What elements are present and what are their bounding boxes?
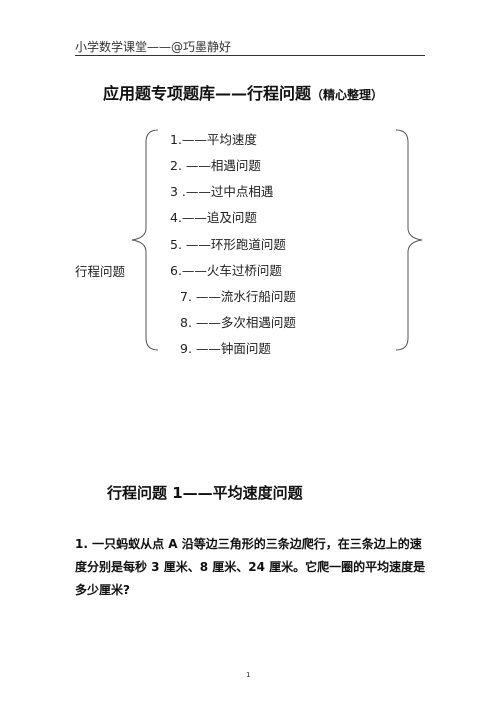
problem-text: 1. 一只蚂蚁从点 A 沿等边三角形的三条边爬行，在三条边上的速度分别是每秒 3… [75, 537, 426, 597]
toc-group-label: 行程问题 [75, 264, 126, 279]
toc-item-2[interactable]: 2. ——相遇问题 [170, 158, 261, 173]
toc-item-9[interactable]: 9. ——钟面问题 [180, 341, 271, 356]
page-number: 1 [246, 671, 251, 679]
left-brace-icon [131, 129, 159, 351]
page-header: 小学数学课堂——@巧墨静好 [75, 40, 232, 54]
toc-item-8[interactable]: 8. ——多次相遇问题 [180, 315, 296, 330]
toc-item-6[interactable]: 6.——火车过桥问题 [170, 263, 282, 278]
header-rule [75, 55, 425, 56]
section-title: 行程问题 1——平均速度问题 [107, 484, 303, 502]
right-brace-icon [395, 129, 423, 351]
toc-item-7[interactable]: 7. ——流水行船问题 [180, 289, 296, 304]
document-title: 应用题专项题库——行程问题（精心整理） [103, 80, 383, 104]
toc-item-5[interactable]: 5. ——环形跑道问题 [170, 237, 286, 252]
toc-item-1[interactable]: 1.——平均速度 [170, 132, 257, 147]
document-title-main: 应用题专项题库——行程问题 [103, 84, 312, 103]
toc-item-4[interactable]: 4.——追及问题 [170, 210, 257, 225]
document-title-sub: （精心整理） [311, 88, 384, 102]
toc-item-3[interactable]: 3 .——过中点相遇 [170, 184, 274, 199]
